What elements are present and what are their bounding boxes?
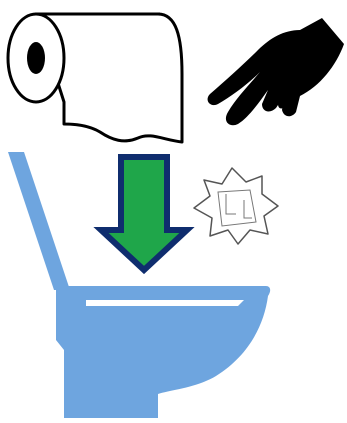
arrow-shape — [101, 157, 187, 270]
toilet-seat-highlight — [86, 300, 244, 306]
crumpled-paper-outline — [194, 168, 278, 244]
toilet-tank-lid — [8, 152, 70, 290]
down-arrow-icon — [101, 157, 187, 270]
toilet-paper-roll-icon — [8, 14, 182, 142]
roll-core — [27, 42, 45, 74]
hand-icon — [208, 18, 344, 125]
hand-shape — [208, 18, 344, 125]
crumpled-paper-icon — [194, 168, 278, 244]
